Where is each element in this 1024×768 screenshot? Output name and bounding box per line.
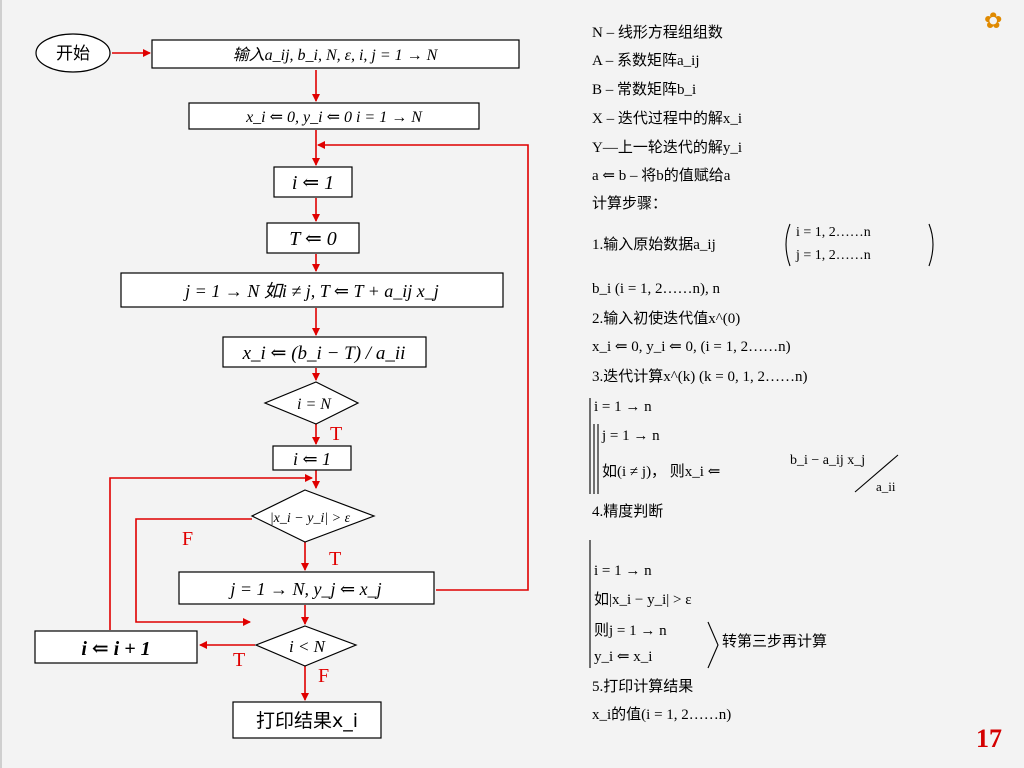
start-ellipse: [35, 33, 111, 73]
step3-title: 3.迭代计算x^(k) (k = 0, 1, 2……n): [592, 369, 808, 385]
step5-title: 5.打印计算结果: [592, 679, 694, 695]
step4-title: 4.精度判断: [592, 504, 664, 520]
flower-icon: ✿: [984, 8, 1003, 33]
flow-arrows: [109, 49, 529, 701]
cond-i-eq-n-label: i = N: [297, 396, 332, 413]
label-false-1: F: [182, 528, 193, 550]
step2-init: x_i ⇐ 0, y_i ⇐ 0, (i = 1, 2……n): [592, 339, 791, 355]
init-box: [188, 102, 480, 130]
page-number: 17: [976, 724, 1002, 753]
cond-i-lt-n-diamond: [254, 625, 358, 667]
cond-i-eq-n-diamond: [263, 381, 360, 425]
step4-assign: y_i ⇐ x_i: [594, 649, 653, 665]
label-true-1: T: [330, 423, 342, 445]
step3-numerator: b_i − a_ij x_j: [790, 453, 866, 468]
increment-box: [34, 630, 198, 664]
note-b: B – 常数矩阵b_i: [592, 82, 697, 98]
step3-loop-j: j = 1 → n: [602, 428, 660, 444]
input-box: [151, 39, 520, 69]
reset-i-box: [272, 445, 352, 471]
step5-result: x_i的值(i = 1, 2……n): [592, 707, 732, 723]
set-t-box: [266, 222, 360, 254]
loop-j-label: j = 1 → N 如i ≠ j, T ⇐ T + a_ij x_j: [183, 281, 439, 301]
step3-denominator: a_ii: [876, 479, 896, 494]
cond-epsilon-label: |x_i − y_i| > ε: [270, 511, 351, 526]
step1-title: 1.输入原始数据a_ij: [592, 237, 716, 253]
copy-label: j = 1 → N, y_j ⇐ x_j: [228, 579, 381, 599]
note-n: N – 线形方程组组数: [592, 25, 723, 41]
step1-range-i: i = 1, 2……n: [796, 225, 871, 240]
step4-goto: 转第三步再计算: [722, 634, 828, 650]
note-a: A – 系数矩阵a_ij: [592, 53, 700, 69]
step3-loop-i: i = 1 → n: [594, 399, 652, 415]
init-label: x_i ⇐ 0, y_i ⇐ 0 i = 1 → N: [245, 109, 423, 126]
set-i-box: [273, 166, 353, 198]
print-label: 打印结果x_i: [256, 710, 358, 732]
note-y: Y—上一轮迭代的解y_i: [592, 140, 743, 156]
start-label: 开始: [56, 44, 90, 64]
cond-i-lt-n-label: i < N: [289, 637, 327, 656]
note-x: X – 迭代过程中的解x_i: [592, 111, 743, 127]
reset-i-label: i ⇐ 1: [293, 449, 331, 469]
label-true-2: T: [329, 548, 341, 570]
step4-loop-i: i = 1 → n: [594, 563, 652, 579]
label-true-3: T: [233, 649, 245, 671]
increment-label: i ⇐ i + 1: [81, 638, 150, 660]
calc-x-label: x_i ⇐ (b_i − T) / a_ii: [242, 343, 406, 364]
set-t-label: T ⇐ 0: [289, 228, 337, 250]
step4-then: 则j = 1 → n: [594, 623, 667, 639]
print-box: [232, 701, 382, 739]
step3-if: 如(i ≠ j)， 则x_i ⇐: [602, 464, 721, 480]
note-brackets: [589, 223, 934, 669]
slide-left-border: [0, 0, 2, 768]
steps-heading: 计算步骤：: [592, 196, 668, 212]
step1-b: b_i (i = 1, 2……n), n: [592, 281, 721, 297]
calc-x-box: [222, 336, 427, 368]
step2-title: 2.输入初使迭代值x^(0): [592, 311, 741, 327]
step1-range-j: j = 1, 2……n: [796, 248, 871, 263]
label-false-2: F: [318, 665, 329, 687]
note-assign: a ⇐ b – 将b的值赋给a: [592, 168, 731, 184]
set-i-label: i ⇐ 1: [292, 172, 334, 194]
copy-box: [178, 571, 435, 605]
loop-j-box: [120, 272, 504, 308]
cond-epsilon-diamond: [250, 489, 376, 543]
step4-if: 如|x_i − y_i| > ε: [594, 592, 692, 608]
input-label: 输入a_ij, b_i, N, ε, i, j = 1 → N: [233, 46, 439, 64]
